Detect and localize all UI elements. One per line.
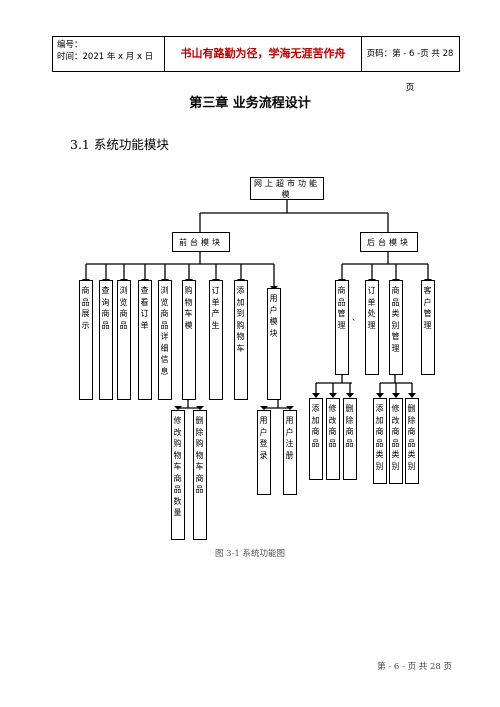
cart-sub-1: 修改购物车商品数量 xyxy=(171,410,185,540)
header-page-info: 页码：第 - 6 -页 共 28 页 xyxy=(366,49,454,93)
goods-sub-2: 修改商品 xyxy=(326,398,340,480)
front-item-1: 商品展示 xyxy=(79,280,93,400)
front-item-5: 浏览商品详细信息 xyxy=(158,280,172,400)
category-sub-2: 修改商品类别 xyxy=(389,398,403,484)
header-table: 编号： 时间：2021 年 x 月 x 日 书山有路勤为径，学海无涯苦作舟 页码… xyxy=(52,36,460,93)
chapter-title: 第三章 业务流程设计 xyxy=(189,96,311,111)
time-label: 时间：2021 年 x 月 x 日 xyxy=(57,52,154,62)
goods-sub-3: 删除商品 xyxy=(343,398,357,480)
page-footer: 第 - 6 - 页 共 28 页 xyxy=(377,662,452,672)
front-item-4: 查看订单 xyxy=(138,280,152,400)
back-item-1: 商品管理 xyxy=(335,280,349,375)
back-item-2: 订单处理 xyxy=(365,280,379,375)
root-node: 网上超市功能模 xyxy=(250,177,324,200)
header-slogan: 书山有路勤为径，学海无涯苦作舟 xyxy=(165,37,362,71)
category-sub-1: 添加商品类别 xyxy=(373,398,387,484)
user-sub-1: 用户登录 xyxy=(257,410,271,495)
front-item-3: 浏览商品 xyxy=(117,280,131,400)
front-module-node: 前台模块 xyxy=(172,232,230,252)
user-sub-2: 用户注册 xyxy=(283,410,297,495)
figure-caption: 图 3-1 系统功能图 xyxy=(214,549,286,559)
category-sub-3: 删除商品类别 xyxy=(405,398,419,484)
goods-sub-1: 添加商品 xyxy=(309,398,323,480)
back-item-3: 商品类别管理 xyxy=(389,280,403,375)
section-title: 3.1 系统功能模块 xyxy=(70,137,169,152)
front-item-7: 订单产生 xyxy=(209,280,223,400)
back-module-node: 后台模块 xyxy=(360,232,418,252)
number-label: 编号： xyxy=(57,40,83,50)
back-item-4: 客户管理 xyxy=(421,280,435,375)
front-item-8: 添加到购物车 xyxy=(234,280,248,400)
header-meta-cell: 编号： 时间：2021 年 x 月 x 日 xyxy=(53,37,165,71)
front-item-2: 查询商品 xyxy=(99,280,113,400)
cart-sub-2: 删除购物车商品 xyxy=(193,410,207,540)
front-item-user: 用户模块 xyxy=(267,288,281,400)
front-item-cart: 购物车模 xyxy=(182,280,196,400)
stray-mark: 、 xyxy=(352,313,360,322)
